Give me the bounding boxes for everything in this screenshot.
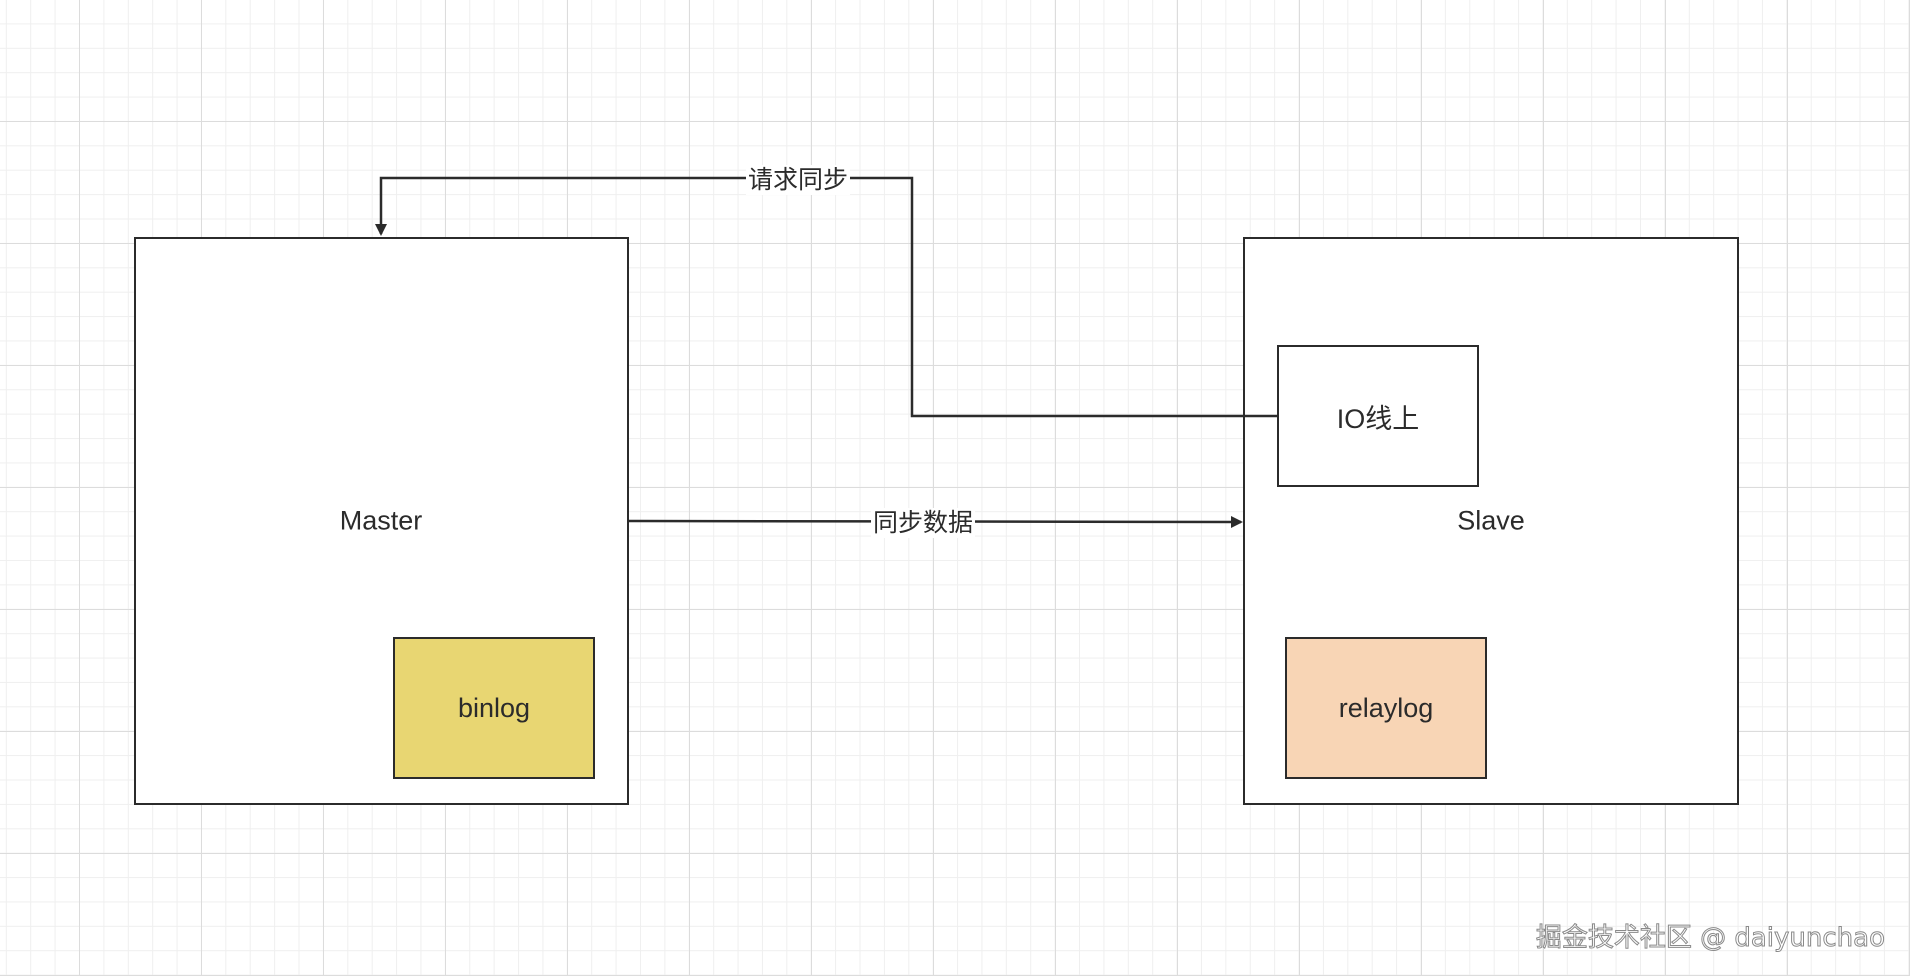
watermark-text: 掘金技术社区 @ daiyunchao [1535,923,1885,954]
relaylog-node[interactable]: relaylog [1285,637,1487,779]
slave-label: Slave [1457,505,1525,536]
io-thread-label: IO线上 [1336,403,1420,434]
io-thread-node[interactable]: IO线上 [1277,345,1479,487]
relaylog-label: relaylog [1338,692,1434,723]
sync-data-label: 同步数据 [870,508,976,538]
request-sync-label: 请求同步 [745,165,851,195]
binlog-node[interactable]: binlog [393,637,595,779]
master-label: Master [339,505,423,536]
binlog-label: binlog [457,692,531,723]
